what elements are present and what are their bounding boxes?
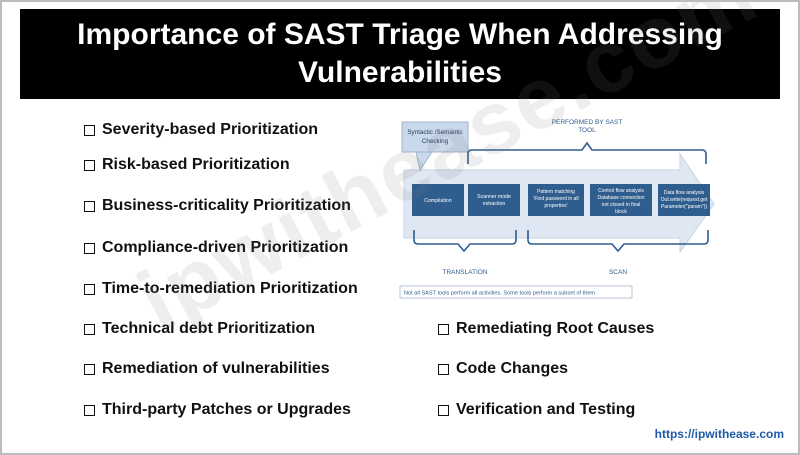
step-box-scanner: [468, 184, 520, 216]
checkbox-icon: [84, 159, 95, 171]
left-item: Risk-based Prioritization: [84, 156, 290, 174]
checkbox-icon: [438, 323, 449, 335]
step-box-compilation: [412, 184, 464, 216]
right-item: Code Changes: [438, 360, 568, 378]
item-label: Time-to-remediation Prioritization: [102, 280, 358, 297]
callout-pointer: [415, 151, 433, 172]
checkbox-icon: [84, 404, 95, 416]
step-text: Data flow analysis: [664, 190, 705, 196]
checkbox-icon: [84, 283, 95, 295]
item-label: Remediation of vulnerabilities: [102, 360, 330, 377]
performed-label-line-2: TOOL: [578, 127, 596, 134]
checkbox-icon: [438, 363, 449, 375]
title-line-1: Importance of SAST Triage When Addressin…: [77, 18, 723, 51]
step-text: extraction: [483, 201, 506, 207]
left-item: Third-party Patches or Upgrades: [84, 401, 351, 419]
step-text: Scanner mode: [477, 194, 511, 200]
scan-label: SCAN: [609, 269, 627, 276]
item-label: Code Changes: [456, 360, 569, 377]
step-text: Parameter("param")): [661, 204, 707, 210]
step-box-control-flow: [590, 184, 652, 216]
checkbox-icon: [84, 323, 95, 335]
item-label: Severity-based Prioritization: [102, 121, 319, 138]
step-text: block: [615, 209, 627, 215]
left-item: Technical debt Prioritization: [84, 320, 315, 338]
left-item: Time-to-remediation Prioritization: [84, 280, 358, 298]
step-text: Pattern matching: [537, 189, 575, 195]
checkbox-icon: [438, 404, 449, 416]
step-text: Out.write(request.get: [661, 197, 708, 203]
checkbox-icon: [84, 363, 95, 375]
item-label: Remediating Root Causes: [456, 320, 655, 337]
checkbox-icon: [84, 242, 95, 254]
note-text: Not all SAST tools perform all activitie…: [404, 291, 595, 297]
item-label: Technical debt Prioritization: [102, 320, 316, 337]
item-label: Third-party Patches or Upgrades: [102, 401, 351, 418]
left-item: Remediation of vulnerabilities: [84, 360, 330, 378]
title-line-2: Vulnerabilities: [298, 56, 502, 89]
step-text: Control flow analysis: [598, 188, 644, 194]
translation-bracket: [413, 230, 517, 253]
note-box: [399, 285, 633, 299]
item-label: Risk-based Prioritization: [102, 156, 290, 173]
footer-url-link[interactable]: https://ipwithease.com: [654, 427, 784, 441]
performed-label-line-1: PERFORMED BY SAST: [552, 119, 623, 126]
item-label: Compliance-driven Prioritization: [102, 239, 349, 256]
item-label: Business-criticality Prioritization: [102, 197, 351, 214]
step-text: Database connection: [598, 195, 645, 201]
left-item: Compliance-driven Prioritization: [84, 239, 348, 257]
item-label: Verification and Testing: [456, 401, 636, 418]
step-box-data-flow: [658, 184, 710, 216]
callout-text-line-1: Syntactic /Semantic: [407, 129, 462, 136]
step-text: Compilation: [424, 198, 452, 204]
checkbox-icon: [84, 124, 95, 136]
checkbox-icon: [84, 200, 95, 212]
scan-bracket: [527, 230, 709, 253]
performed-bracket: [467, 141, 707, 164]
right-item: Verification and Testing: [438, 401, 635, 419]
callout-text-line-2: Checking: [422, 138, 449, 145]
step-text: not closed in final: [602, 202, 641, 208]
translation-label: TRANSLATION: [442, 269, 487, 276]
step-text: 'Find password in all: [533, 196, 578, 202]
step-text: properties': [544, 203, 567, 209]
left-item: Business-criticality Prioritization: [84, 197, 351, 215]
callout-box: [401, 121, 469, 153]
step-box-pattern: [528, 184, 584, 216]
left-item: Severity-based Prioritization: [84, 121, 318, 139]
title-banner: Importance of SAST Triage When Addressin…: [20, 9, 780, 99]
right-item: Remediating Root Causes: [438, 320, 654, 338]
